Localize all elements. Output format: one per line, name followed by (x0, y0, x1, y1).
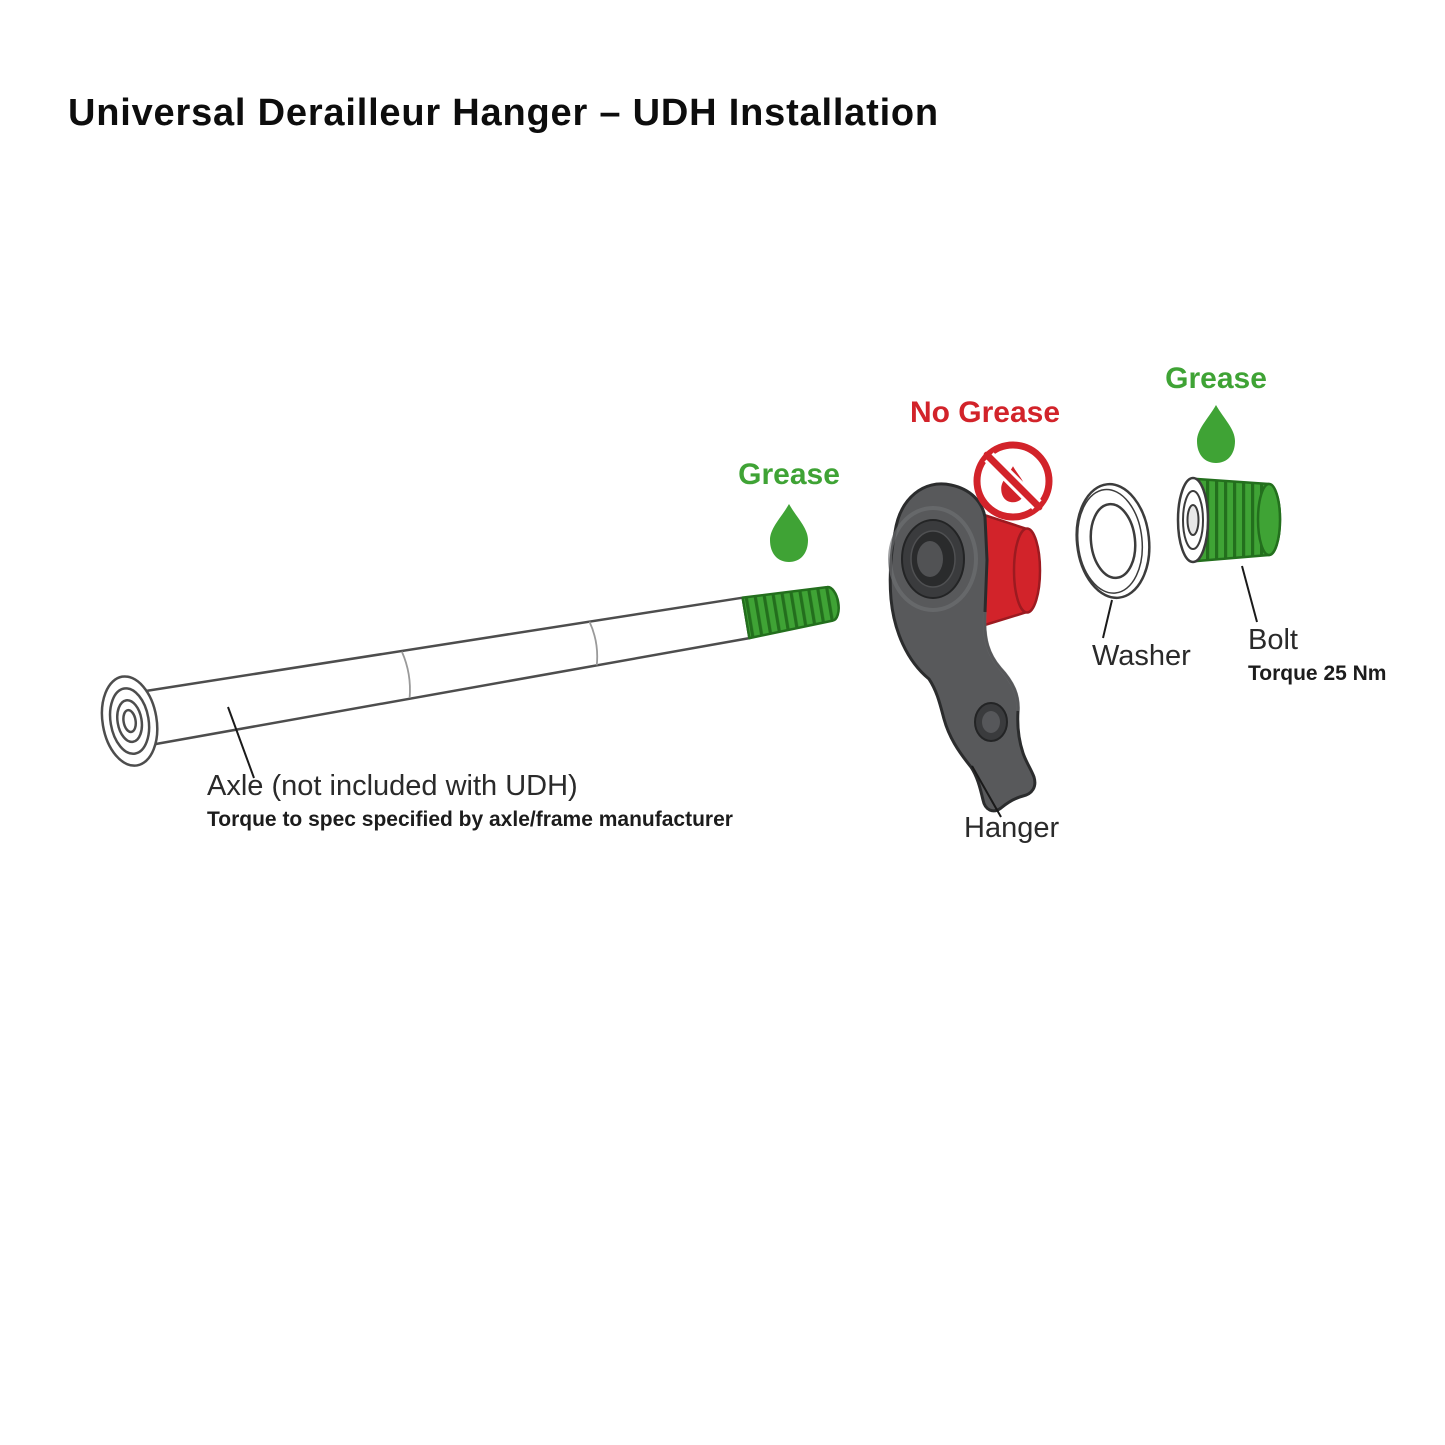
washer-illustration (1075, 482, 1151, 600)
grease-drop-bolt-icon (1197, 405, 1235, 463)
hanger-boss (973, 510, 1042, 630)
bolt-label-block: Bolt Torque 25 Nm (1248, 624, 1386, 686)
no-grease-icon (973, 441, 1053, 521)
bolt-label: Bolt (1248, 624, 1298, 656)
axle-label-block: Axle (not included with UDH) Torque to s… (207, 770, 733, 832)
axle-threads (741, 585, 840, 640)
hanger-axle-hole (901, 519, 965, 599)
bolt-pointer-line (1241, 565, 1258, 623)
washer-label-block: Washer (1092, 640, 1191, 673)
page-title: Universal Derailleur Hanger – UDH Instal… (68, 92, 939, 134)
axle-pointer-line (227, 706, 255, 779)
washer-label: Washer (1092, 640, 1191, 672)
grease-bolt-label: Grease (1165, 362, 1267, 395)
bolt-head (1176, 476, 1210, 564)
grease-drop-axle-icon (770, 504, 808, 562)
axle-torque-note: Torque to spec specified by axle/frame m… (207, 808, 733, 831)
axle-body (143, 596, 751, 746)
axle-illustration (100, 585, 840, 767)
hanger-label: Hanger (964, 812, 1060, 844)
hanger-facets (888, 506, 1020, 712)
washer-pointer-line (1102, 599, 1113, 639)
bolt-end (1256, 482, 1282, 557)
bolt-torque-note: Torque 25 Nm (1248, 662, 1387, 685)
hanger-label-block: Hanger (964, 812, 1059, 845)
hanger-thread-hole (974, 702, 1008, 742)
bolt-illustration (1176, 476, 1282, 564)
axle-label: Axle (not included with UDH) (207, 770, 578, 802)
axle-head (100, 675, 159, 767)
no-grease-label: No Grease (909, 396, 1061, 429)
grease-axle-label: Grease (738, 458, 840, 491)
hanger-pointer-line (971, 765, 1002, 818)
hanger-illustration (888, 482, 1042, 813)
